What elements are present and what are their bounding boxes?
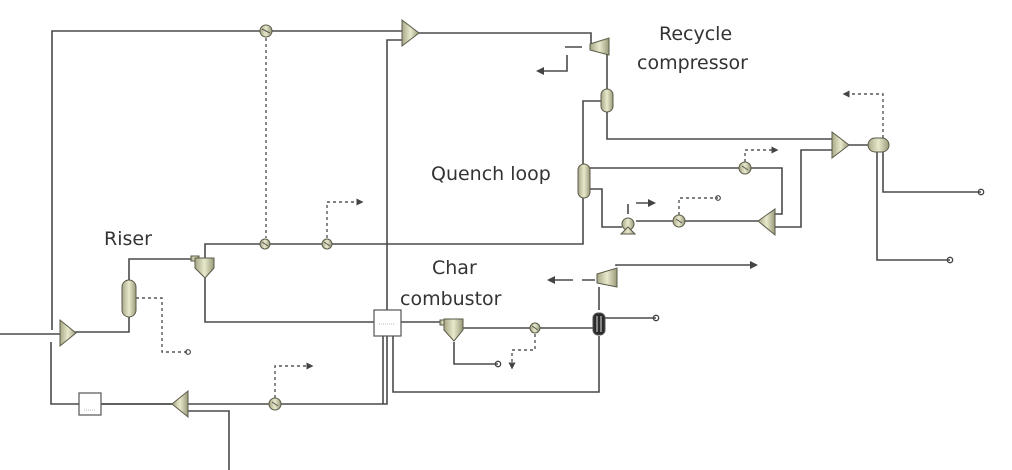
heater-quench-2[interactable] (672, 214, 686, 228)
heat-stream-quench-hx2 (678, 195, 721, 215)
pump-work-stream (627, 203, 652, 214)
heat-stream-riser (136, 297, 191, 355)
quench-column[interactable] (577, 163, 591, 199)
stream-mixer-to-riser[interactable] (75, 315, 130, 333)
heat-stream-riser-hx (326, 198, 364, 238)
feed-mixer[interactable] (59, 318, 77, 348)
compressor-work-stream (540, 46, 582, 71)
stream-flash-to-mixer[interactable] (606, 112, 832, 140)
flash-drum-top[interactable] (600, 88, 614, 113)
mixer-top[interactable] (401, 18, 420, 48)
stream-turbine-out[interactable] (615, 261, 758, 269)
block-bottom[interactable] (78, 392, 102, 416)
stream-hx-return[interactable] (392, 336, 600, 393)
riser-cyclone[interactable] (190, 255, 215, 279)
heater-riser-2[interactable] (321, 238, 333, 250)
label-char-combustor-2: combustor (400, 288, 502, 310)
heater-quench-1[interactable] (738, 161, 752, 175)
heat-stream-bottom-hx (274, 362, 314, 398)
label-recycle-compressor-2: compressor (637, 52, 748, 74)
stream-riser-to-cyclone[interactable] (128, 258, 195, 281)
stream-flash-to-quench[interactable] (582, 100, 602, 165)
stream-cyclone-solids[interactable] (453, 342, 502, 368)
heat-stream-quench-hx1 (744, 146, 779, 162)
label-char-combustor-1: Char (432, 257, 477, 279)
heater-riser-1[interactable] (259, 238, 271, 250)
label-riser: Riser (104, 228, 152, 250)
stream-bottom-feed[interactable] (187, 410, 230, 470)
heat-stream-separator (842, 90, 884, 138)
heater-bottom[interactable] (268, 397, 282, 411)
quench-pump[interactable] (619, 217, 637, 235)
mixer-right[interactable] (831, 130, 850, 160)
stream-center-vertical[interactable] (50, 39, 403, 405)
splitter-bottom[interactable] (171, 389, 189, 419)
turbine-combustor[interactable] (596, 267, 618, 288)
heater-combustor[interactable] (529, 322, 541, 334)
char-combustor-block[interactable] (373, 309, 402, 337)
separator-right[interactable] (867, 137, 890, 153)
heat-stream-combustor-hx (508, 334, 536, 370)
stream-separator-out-2[interactable] (876, 152, 954, 264)
stream-quench-lower[interactable] (590, 188, 622, 228)
label-recycle-compressor-1: Recycle (659, 23, 732, 45)
recycle-compressor[interactable] (589, 37, 610, 56)
riser-reactor[interactable] (121, 279, 137, 318)
combustor-cyclone[interactable] (439, 318, 464, 342)
splitter-quench[interactable] (757, 208, 776, 237)
stream-splitter-to-mixer[interactable] (775, 149, 832, 228)
stream-top-recycle[interactable] (51, 30, 403, 330)
stream-quench-upper[interactable] (590, 167, 783, 215)
heater-top[interactable] (259, 24, 273, 38)
stream-separator-out-1[interactable] (882, 152, 985, 196)
stream-to-recycle-compressor[interactable] (418, 32, 592, 45)
label-quench-loop: Quench loop (431, 163, 551, 185)
stream-quench-bottom[interactable] (204, 197, 584, 262)
heat-exchanger-combustor[interactable] (592, 312, 606, 336)
stream-cyclone-to-combustor[interactable] (204, 278, 374, 323)
